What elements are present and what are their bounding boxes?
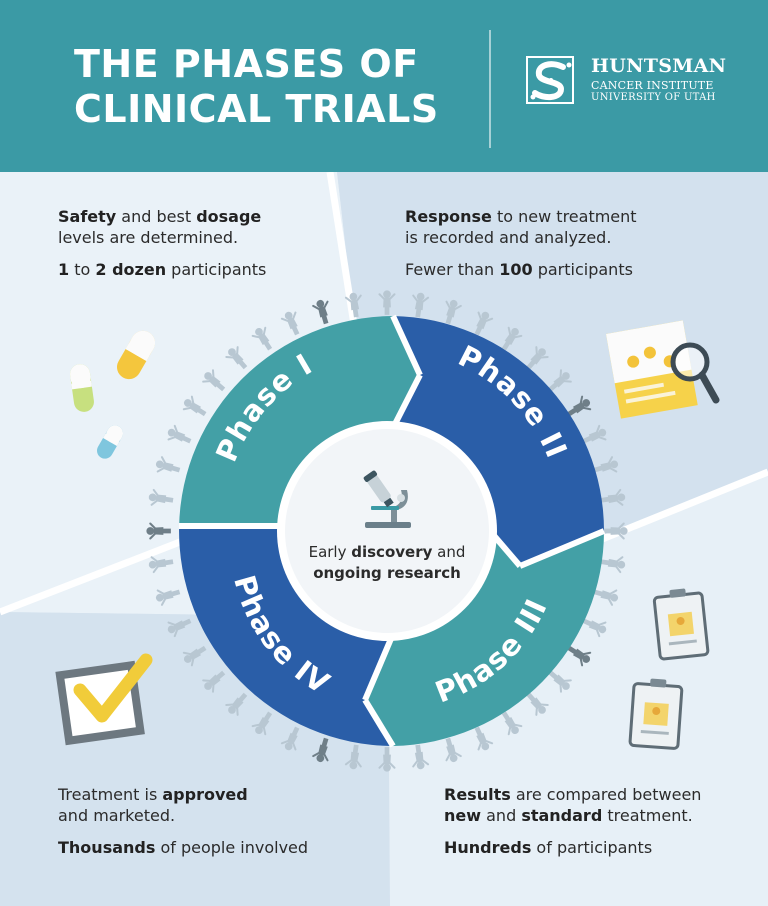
person-figure: [279, 308, 305, 338]
person-figure: [249, 708, 278, 738]
microscope-icon: [363, 470, 411, 528]
phase-3-description: Results are compared between new and sta…: [444, 784, 754, 858]
person-figure: [591, 583, 621, 607]
person-figure: [223, 343, 252, 374]
person-figure: [409, 291, 430, 319]
title-line-2: CLINICAL TRIALS: [74, 87, 439, 131]
logo-line-3: UNIVERSITY OF UTAH: [591, 92, 716, 103]
person-figure: [147, 488, 175, 509]
huntsman-logo: HUNTSMAN CANCER INSTITUTE UNIVERSITY OF …: [525, 55, 726, 107]
phase-2-segment: [393, 316, 605, 566]
phase-1-participants: 1 to 2 dozen participants: [58, 260, 267, 279]
person-figure: [223, 688, 252, 719]
person-figure: [409, 743, 430, 771]
person-figure: [311, 735, 335, 765]
person-figure: [469, 308, 495, 338]
phase-4-segment: [179, 526, 393, 746]
person-figure: [147, 553, 175, 574]
title-line-1: THE PHASES OF: [74, 42, 419, 86]
phase-3-segment: [365, 531, 604, 746]
person-figure: [199, 666, 230, 695]
center-caption: Early discovery and ongoing research: [308, 543, 466, 582]
logo-line-2: CANCER INSTITUTE: [591, 79, 714, 92]
person-figure: [249, 324, 278, 354]
magnifier-document-icon: [605, 320, 720, 419]
person-figure: [153, 583, 183, 607]
phase-4-participants: Thousands of people involved: [58, 838, 309, 857]
center-disc: [285, 429, 489, 633]
person-figure: [153, 455, 183, 479]
person-figure: [439, 297, 463, 327]
header-divider: [489, 30, 491, 148]
page-title: THE PHASES OF CLINICAL TRIALS: [74, 42, 439, 132]
phase-3-participants: Hundreds of participants: [444, 838, 653, 857]
person-figure: [378, 746, 396, 772]
person-figure: [344, 743, 365, 771]
id-badge-icon: [628, 588, 710, 750]
person-figure: [164, 613, 194, 639]
person-figure: [279, 724, 305, 754]
phase-2-participants: Fewer than 100 participants: [405, 260, 633, 279]
person-figure: [599, 488, 627, 509]
person-figure: [439, 735, 463, 765]
person-figure: [599, 553, 627, 574]
person-figure: [146, 522, 172, 540]
person-figure: [602, 522, 628, 540]
person-figure: [469, 724, 495, 754]
checkbox-check-icon: [55, 653, 153, 746]
phase-1-segment: [179, 316, 420, 527]
pill-capsules-icon: [70, 330, 155, 459]
person-figure: [378, 290, 396, 316]
person-figure: [591, 455, 621, 479]
phase-2-description: Response to new treatment is recorded an…: [405, 206, 705, 280]
logo-line-1: HUNTSMAN: [591, 55, 727, 77]
person-figure: [180, 640, 210, 669]
logo-mark-icon: [526, 56, 574, 104]
phase-4-description: Treatment is approved and marketed. Thou…: [58, 784, 358, 858]
person-figure: [344, 291, 365, 319]
phase-1-description: Safety and best dosage levels are determ…: [58, 206, 318, 280]
person-figure: [164, 423, 194, 449]
person-figure: [311, 297, 335, 327]
header-banner: THE PHASES OF CLINICAL TRIALS: [0, 0, 768, 172]
person-figure: [180, 393, 210, 422]
person-figure: [199, 367, 230, 396]
